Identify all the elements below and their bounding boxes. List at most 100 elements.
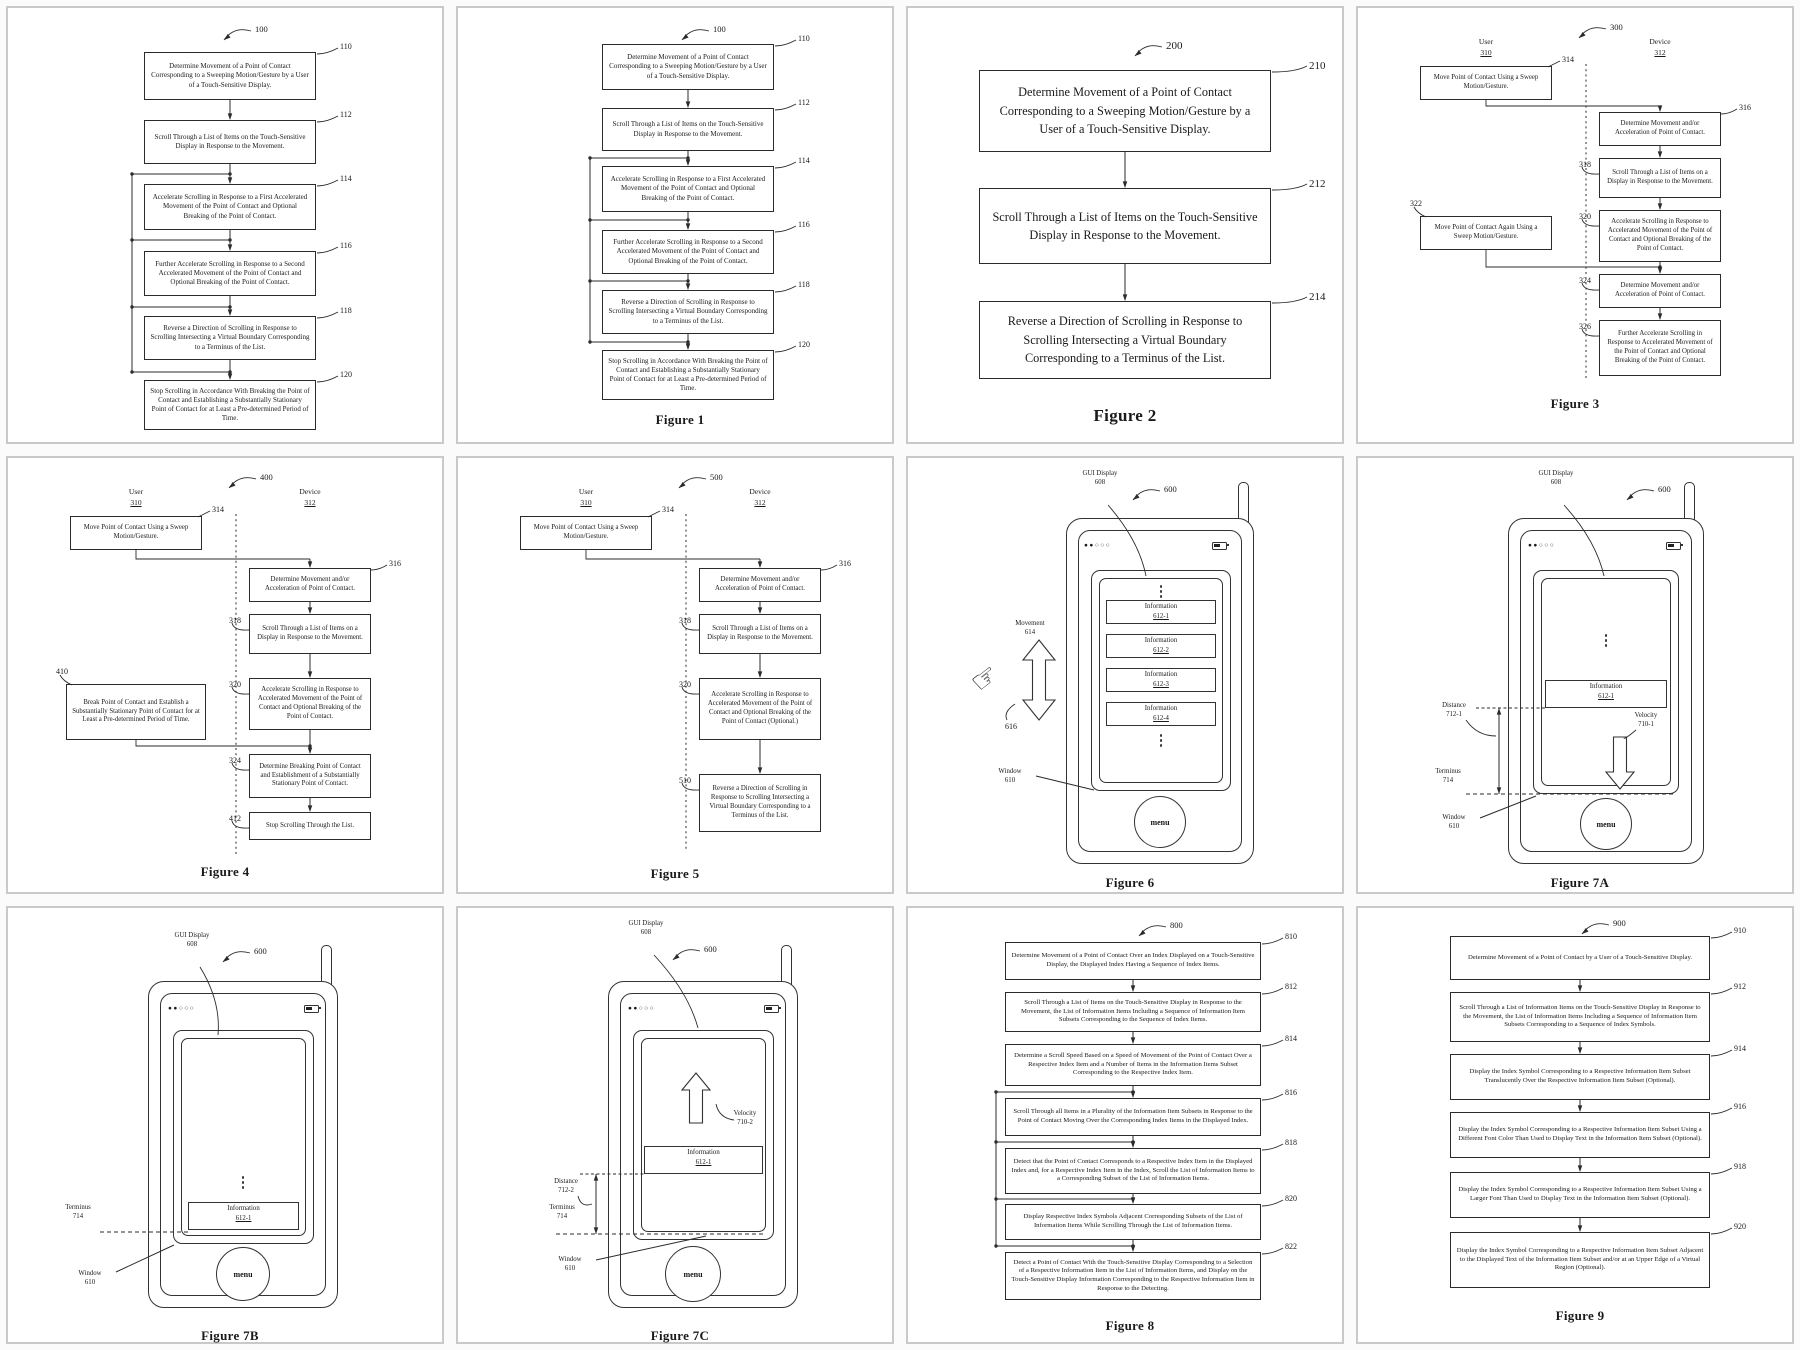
figure-ref-number: 800 [1170,920,1183,930]
battery-icon [764,1005,781,1013]
step-ref-number: 114 [340,174,352,183]
gui-display-label-text: GUI Display [174,932,210,939]
flow-step-text: Display the Index Symbol Corresponding t… [1456,1246,1704,1272]
velocity-label-number: 710-2 [737,1118,753,1126]
flow-step-text: Detect that the Point of Contact Corresp… [1011,1157,1255,1183]
flow-step-box: Display the Index Symbol Corresponding t… [1450,1112,1710,1158]
swim-step-text: Move Point of Contact Using a Sweep Moti… [1433,74,1539,90]
battery-fill [305,1006,312,1010]
gui-display-label-number: 608 [186,940,198,948]
phone-faceplate [1520,530,1692,852]
flow-step-text: Scroll Through a List of Items on the To… [1021,998,1245,1024]
battery-fill [1213,543,1220,547]
swim-step-box: Scroll Through a List of Items on a Disp… [249,614,371,654]
swim-step-box: Break Point of Contact and Establish a S… [66,684,206,740]
info-item-number: 612-1 [1153,612,1169,620]
swim-step-box: Move Point of Contact Using a Sweep Moti… [70,516,202,550]
display-window [1091,570,1231,791]
flow-step-text: Determine Movement of a Point of Contact… [1011,952,1255,968]
terminus-label-number: 714 [1442,776,1454,784]
flow-step-text: Determine Movement of a Point of Contact… [1467,953,1693,961]
display-screen [181,1038,306,1236]
gui-display-label-text: GUI Display [1082,470,1118,477]
signal-dots-icon: ●●○○○ [1528,542,1556,549]
info-item-title: Information [1144,637,1178,644]
step-ref-number: 112 [340,110,352,119]
window-label-text: Window [558,1256,582,1263]
figure-caption: Figure 8 [1105,1318,1155,1333]
info-item-number: 612-4 [1153,714,1169,722]
figure-caption: Figure 1 [655,412,705,427]
flow-step-box: Display Respective Index Symbols Adjacen… [1005,1204,1261,1240]
info-item-title: Information [1144,705,1178,712]
step-ref-number: 314 [1562,55,1574,64]
info-item-number: 612-1 [235,1214,252,1222]
figure-ref-number: 100 [713,24,726,34]
info-item-title: Information [687,1149,720,1156]
flow-step-text: Scroll Through a List of Information Ite… [1459,1003,1701,1029]
window-label-text: Window [78,1270,102,1277]
menu-button: menu [1580,798,1632,850]
swim-step-text: Determine Movement and/or Acceleration o… [264,576,356,592]
swim-step-box: Determine Movement and/or Acceleration o… [699,568,821,602]
step-ref-number: 914 [1734,1044,1746,1053]
info-item-number: 612-1 [1598,692,1614,700]
swim-step-text: Further Accelerate Scrolling in Response… [1607,330,1713,364]
terminus-label-text: Terminus [65,1204,91,1211]
info-item-number: 612-2 [1153,646,1169,654]
step-ref-number: 822 [1285,1242,1297,1251]
step-ref-number: 326 [1579,322,1591,331]
flow-step-box: Scroll Through a List of Items on the To… [144,120,316,164]
flow-step-text: Scroll Through a List of Items on the To… [992,209,1258,242]
flow-step-text: Determine a Scroll Speed Based on a Spee… [1014,1051,1252,1077]
hand-ref-number: 616 [1005,722,1017,731]
swim-step-box: Move Point of Contact Using a Sweep Moti… [520,516,652,550]
velocity-label-text: Velocity [1634,712,1658,719]
gui-display-label-number: 608 [640,928,652,936]
terminus-label-text: Terminus [1435,768,1461,775]
flow-step-text: Scroll Through all Items in a Plurality … [1013,1108,1253,1124]
step-ref-number: 210 [1309,60,1326,72]
info-item-title: Information [1589,683,1623,690]
flow-step-box: Display the Index Symbol Corresponding t… [1450,1232,1710,1288]
lane-number: 312 [754,498,766,508]
flow-step-box: Further Accelerate Scrolling in Response… [602,230,774,274]
flow-step-box: Reverse a Direction of Scrolling in Resp… [144,316,316,360]
swim-step-box: Accelerate Scrolling in Response to Acce… [1599,210,1721,262]
step-ref-number: 320 [679,680,691,689]
step-ref-number: 214 [1309,291,1326,303]
figure-ref-number: 100 [255,24,268,34]
lane-number: 310 [130,498,142,508]
flow-step-box: Scroll Through a List of Items on the To… [979,188,1271,264]
battery-icon [1212,542,1229,550]
info-list-item: Information 612-2 [1106,634,1216,658]
display-screen [641,1038,766,1232]
figure-ref-number: 600 [254,946,267,956]
terminus-label-number: 714 [72,1212,84,1220]
flow-step-text: Reverse a Direction of Scrolling in Resp… [1007,314,1243,366]
swim-step-text: Move Point of Contact Using a Sweep Moti… [533,524,639,540]
lane-number: 310 [1480,48,1492,58]
